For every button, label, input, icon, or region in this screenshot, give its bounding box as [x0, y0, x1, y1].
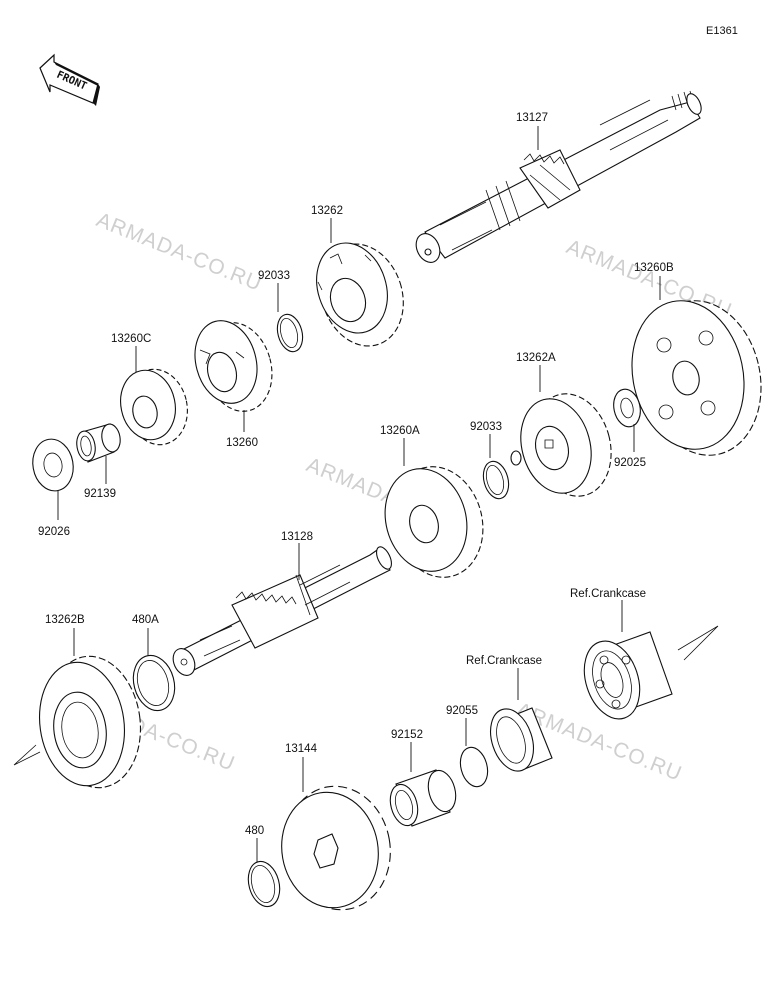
- part-label-92152: 92152: [391, 729, 423, 741]
- circlip-92033-mid: [482, 460, 510, 500]
- gear-13260C: [120, 368, 188, 446]
- part-label-480A: 480A: [132, 614, 159, 626]
- part-label-92033-mid: 92033: [470, 421, 502, 433]
- gear-13260A: [384, 466, 484, 578]
- gear-13262A: [510, 393, 612, 497]
- bearing-ref-crankcase: [583, 625, 719, 720]
- o-ring-92055: [459, 746, 489, 788]
- part-label-13127: 13127: [516, 112, 548, 124]
- ref-crankcase-label-2: Ref.Crankcase: [466, 655, 542, 667]
- gear-13260B: [631, 300, 762, 456]
- part-label-92033-top: 92033: [258, 270, 290, 282]
- output-shaft: [415, 90, 702, 263]
- circlip-480: [247, 860, 281, 908]
- bushing-92139: [76, 423, 121, 463]
- ref-crankcase-label-1: Ref.Crankcase: [570, 588, 646, 600]
- gear-13260: [194, 320, 273, 412]
- part-label-92026: 92026: [38, 526, 70, 538]
- part-label-92055: 92055: [446, 705, 478, 717]
- part-label-13144: 13144: [285, 743, 318, 755]
- part-label-13260C: 13260C: [111, 333, 151, 345]
- part-label-13128: 13128: [281, 531, 313, 543]
- sprocket-13144: [281, 785, 391, 911]
- collar-92152: [389, 769, 457, 827]
- front-arrow-icon: FRONT: [39, 53, 100, 106]
- part-label-92139: 92139: [84, 488, 116, 500]
- part-label-92025: 92025: [614, 457, 646, 469]
- part-label-13262A: 13262A: [516, 352, 556, 364]
- washer-92026: [32, 438, 74, 492]
- diagram-code: E1361: [706, 25, 738, 37]
- part-label-13262B: 13262B: [45, 614, 85, 626]
- circlip-92033-top: [276, 313, 304, 353]
- part-label-13260: 13260: [226, 437, 258, 449]
- washer-92025: [613, 388, 641, 428]
- part-label-480: 480: [245, 825, 264, 837]
- oil-seal-ref-crankcase: [490, 707, 553, 772]
- part-label-13260B: 13260B: [634, 262, 674, 274]
- circlip-480A: [132, 654, 176, 712]
- part-label-13260A: 13260A: [380, 425, 420, 437]
- watermark: ARMADA-CO.RU: [93, 208, 265, 295]
- gear-13262B: [13, 655, 142, 789]
- gear-13262: [316, 242, 404, 347]
- input-shaft: [172, 546, 392, 676]
- part-label-13262: 13262: [311, 205, 343, 217]
